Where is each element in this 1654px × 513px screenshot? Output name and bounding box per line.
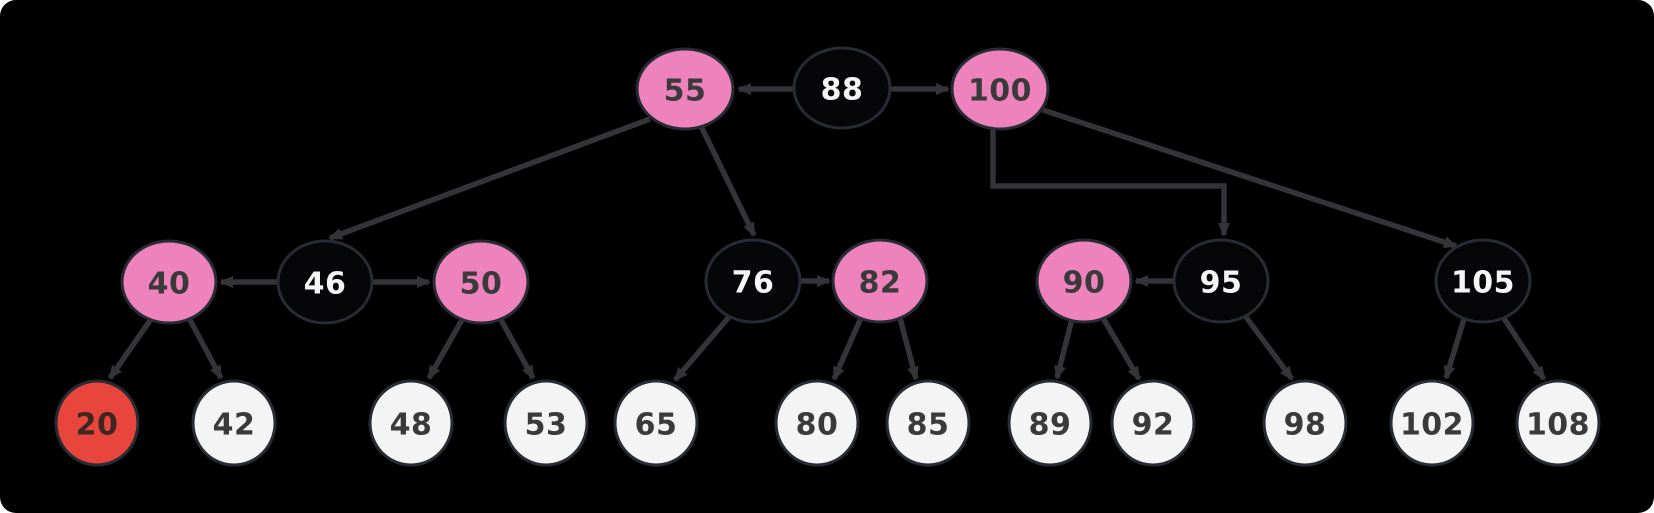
- node-label-85: 85: [907, 408, 950, 443]
- node-label-95: 95: [1200, 266, 1243, 301]
- tree-node-102[interactable]: 102: [1389, 379, 1475, 467]
- node-label-50: 50: [460, 267, 503, 302]
- node-label-53: 53: [525, 408, 568, 443]
- node-label-42: 42: [213, 408, 256, 443]
- pink-node-circle-55[interactable]: [635, 47, 735, 131]
- tree-node-53[interactable]: 53: [503, 379, 589, 467]
- edge-arrow-82-to-80: [831, 316, 864, 381]
- white-node-circle-53[interactable]: [503, 379, 589, 467]
- white-node-circle-98[interactable]: [1262, 379, 1348, 467]
- black-node-circle-88[interactable]: [792, 46, 892, 130]
- node-label-90: 90: [1063, 266, 1106, 301]
- pink-node-circle-82[interactable]: [831, 238, 929, 324]
- node-label-80: 80: [796, 408, 839, 443]
- node-label-48: 48: [390, 408, 433, 443]
- edge-arrow-55-to-76: [698, 124, 757, 237]
- node-label-46: 46: [304, 267, 347, 302]
- node-label-76: 76: [732, 266, 775, 301]
- edge-arrow-95-to-98: [1243, 315, 1295, 381]
- tree-node-82[interactable]: 82: [831, 238, 929, 324]
- node-label-98: 98: [1284, 408, 1327, 443]
- edge-arrow-55-to-46: [328, 116, 651, 241]
- edge-arrow-50-to-48: [426, 316, 466, 380]
- tree-node-55[interactable]: 55: [635, 47, 735, 131]
- pink-node-circle-90[interactable]: [1035, 238, 1133, 324]
- edge-arrow-90-to-92: [1100, 316, 1142, 381]
- tree-node-88[interactable]: 88: [792, 46, 892, 130]
- node-label-88: 88: [821, 73, 864, 108]
- tree-node-98[interactable]: 98: [1262, 379, 1348, 467]
- edge-arrow-100-to-95: [990, 129, 1230, 237]
- edge-layer: [107, 83, 1547, 382]
- node-label-92: 92: [1132, 408, 1175, 443]
- node-label-20: 20: [76, 408, 119, 443]
- edge-arrow-40-to-42: [186, 316, 224, 380]
- node-label-100: 100: [968, 74, 1032, 109]
- tree-node-20[interactable]: 20: [54, 379, 140, 467]
- tree-node-108[interactable]: 108: [1515, 379, 1601, 467]
- edge-arrow-100-to-105: [1042, 107, 1458, 249]
- edge-arrow-82-to-85: [897, 317, 919, 381]
- node-label-105: 105: [1451, 266, 1515, 301]
- tree-node-42[interactable]: 42: [191, 379, 277, 467]
- pink-node-circle-100[interactable]: [950, 47, 1050, 131]
- black-node-circle-95[interactable]: [1172, 238, 1270, 324]
- white-node-circle-108[interactable]: [1515, 379, 1601, 467]
- tree-node-46[interactable]: 46: [276, 239, 374, 325]
- edge-arrow-40-to-20: [107, 317, 154, 380]
- edge-arrow-105-to-102: [1443, 318, 1467, 380]
- white-node-circle-92[interactable]: [1110, 379, 1196, 467]
- white-node-circle-42[interactable]: [191, 379, 277, 467]
- tree-node-65[interactable]: 65: [613, 379, 699, 467]
- black-node-circle-46[interactable]: [276, 239, 374, 325]
- node-label-89: 89: [1029, 408, 1072, 443]
- tree-node-92[interactable]: 92: [1110, 379, 1196, 467]
- tree-node-95[interactable]: 95: [1172, 238, 1270, 324]
- white-node-circle-89[interactable]: [1007, 379, 1093, 467]
- node-layer: 55 88 100 40 46 50 76 82 90 95 105 20 42 48 53 65 80 85 89…: [54, 46, 1601, 467]
- tree-node-76[interactable]: 76: [704, 238, 802, 324]
- edge-arrow-90-to-89: [1054, 318, 1075, 380]
- tree-node-100[interactable]: 100: [950, 47, 1050, 131]
- node-label-82: 82: [859, 266, 902, 301]
- tree-node-50[interactable]: 50: [432, 239, 530, 325]
- node-label-40: 40: [148, 267, 191, 302]
- white-node-circle-85[interactable]: [885, 379, 971, 467]
- tree-node-90[interactable]: 90: [1035, 238, 1133, 324]
- node-label-108: 108: [1526, 408, 1590, 443]
- node-label-102: 102: [1400, 408, 1464, 443]
- white-node-circle-80[interactable]: [774, 379, 860, 467]
- tree-node-105[interactable]: 105: [1434, 238, 1532, 324]
- tree-node-89[interactable]: 89: [1007, 379, 1093, 467]
- red-node-circle-20[interactable]: [54, 379, 140, 467]
- pink-node-circle-40[interactable]: [120, 239, 218, 325]
- white-node-circle-48[interactable]: [368, 379, 454, 467]
- edge-arrow-76-to-65: [672, 315, 732, 382]
- white-node-circle-102[interactable]: [1389, 379, 1475, 467]
- tree-node-85[interactable]: 85: [885, 379, 971, 467]
- pink-node-circle-50[interactable]: [432, 239, 530, 325]
- edge-arrow-50-to-53: [497, 316, 536, 380]
- edge-arrow-105-to-108: [1500, 315, 1547, 381]
- node-label-65: 65: [635, 408, 678, 443]
- white-node-circle-65[interactable]: [613, 379, 699, 467]
- tree-node-80[interactable]: 80: [774, 379, 860, 467]
- black-node-circle-76[interactable]: [704, 238, 802, 324]
- tree-node-40[interactable]: 40: [120, 239, 218, 325]
- node-label-55: 55: [664, 74, 707, 109]
- black-node-circle-105[interactable]: [1434, 238, 1532, 324]
- tree-node-48[interactable]: 48: [368, 379, 454, 467]
